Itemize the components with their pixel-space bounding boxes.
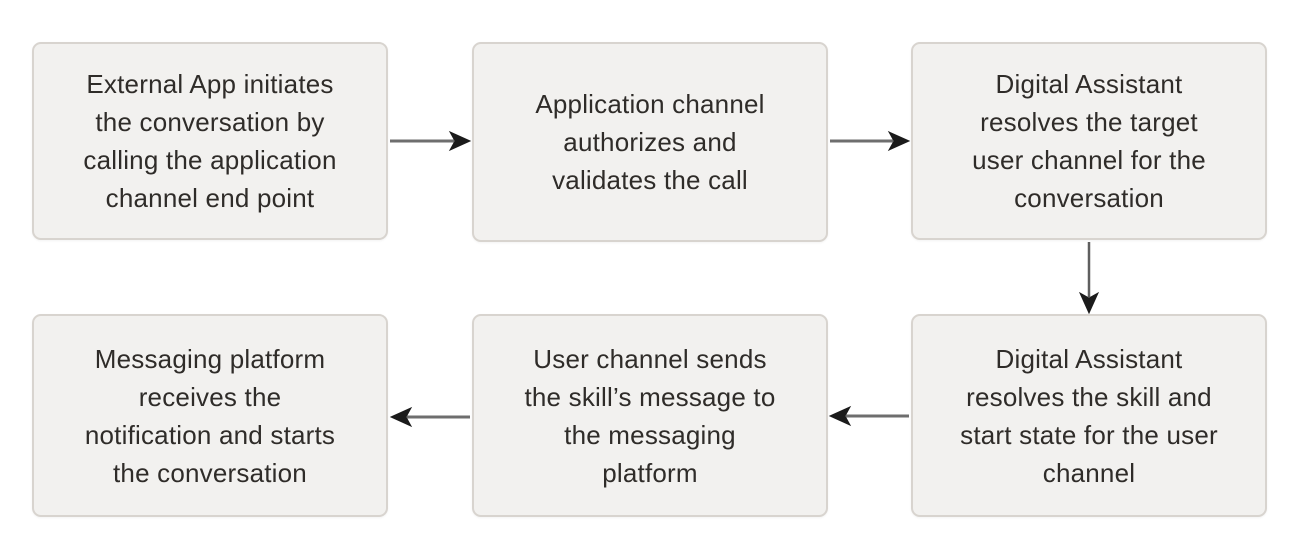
flow-node-external-app: External App initiates the conversation b…	[32, 42, 388, 240]
flow-node-label-line: the skill’s message to	[524, 381, 776, 412]
flow-node-label-line: start state for the user	[960, 419, 1218, 450]
flow-node-label-line: calling the application	[83, 145, 337, 175]
flow-node-label: User channel sends the skill’s message to…	[524, 340, 775, 492]
flow-node-label-line: the conversation	[112, 457, 307, 488]
arrowhead-right-icon	[448, 130, 472, 152]
flow-node-label-line: Messaging platform	[94, 343, 326, 374]
flow-node-label-line: channel end point	[105, 183, 315, 213]
flow-node-label-line: channel	[1042, 457, 1136, 488]
flow-node-user-channel-send: User channel sends the skill’s message to…	[472, 314, 828, 517]
arrow-user-channel-send-to-messaging-platform	[389, 406, 470, 428]
flow-node-label-line: authorizes and	[563, 127, 737, 157]
flow-node-label-line: notification and starts	[84, 419, 336, 450]
arrowhead-right-icon	[887, 130, 911, 152]
flow-node-label: External App initiates the conversation b…	[83, 65, 336, 217]
flow-node-label: Digital Assistant resolves the target user…	[972, 65, 1206, 217]
flow-node-label-line: the messaging	[564, 419, 736, 450]
arrowhead-left-icon	[828, 405, 852, 427]
flow-node-label: Digital Assistant resolves the skill and s…	[960, 340, 1218, 492]
flow-node-label-line: receives the	[138, 381, 282, 412]
flow-node-da-skill: Digital Assistant resolves the skill and s…	[911, 314, 1267, 517]
flow-node-label-line: user channel for the	[972, 145, 1206, 175]
flow-node-label-line: Digital Assistant	[995, 69, 1183, 99]
arrowhead-down-icon	[1078, 291, 1100, 315]
flow-node-label-line: resolves the target	[980, 107, 1198, 137]
flow-node-label: Messaging platform receives the notificati…	[85, 340, 335, 492]
flow-node-label-line: External App initiates	[86, 69, 334, 99]
arrow-app-channel-to-da-user-channel	[830, 130, 911, 152]
flow-node-label-line: conversation	[1014, 183, 1164, 213]
flow-node-label-line: Digital Assistant	[995, 343, 1183, 374]
flow-node-label-line: Application channel	[535, 89, 765, 119]
arrow-da-skill-to-user-channel-send	[828, 405, 909, 427]
flow-node-app-channel: Application channel authorizes and validat…	[472, 42, 828, 242]
flow-node-label-line: platform	[602, 457, 698, 488]
flow-node-label-line: User channel sends	[533, 343, 767, 374]
arrow-da-user-channel-to-da-skill	[1078, 242, 1100, 315]
arrowhead-left-icon	[389, 406, 413, 428]
flow-node-label-line: resolves the skill and	[966, 381, 1212, 412]
flow-node-da-user-channel: Digital Assistant resolves the target user…	[911, 42, 1267, 240]
flow-node-messaging-platform: Messaging platform receives the notificati…	[32, 314, 388, 517]
flow-node-label-line: the conversation by	[95, 107, 325, 137]
flow-node-label: Application channel authorizes and validat…	[535, 85, 764, 199]
arrow-external-app-to-app-channel	[390, 130, 472, 152]
flow-node-label-line: validates the call	[552, 165, 748, 195]
